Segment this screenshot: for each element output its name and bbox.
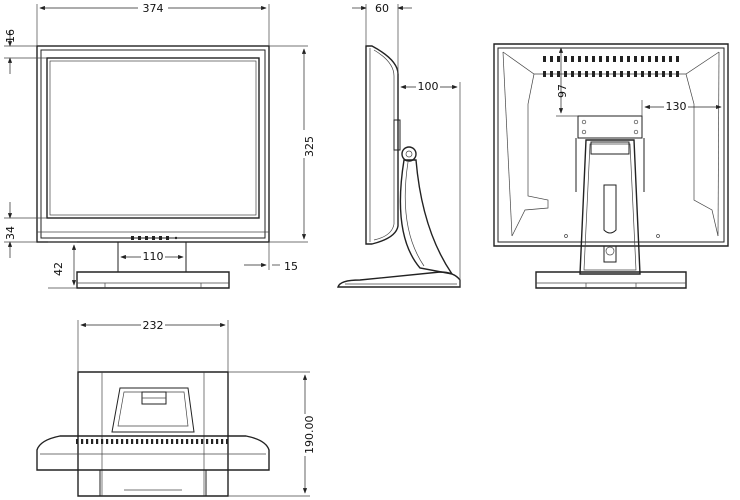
rear-view: 97 130 (493, 43, 729, 289)
top-vents (76, 439, 229, 444)
front-stand-base (76, 271, 230, 289)
dim-front-top-bezel: 16 (4, 29, 17, 43)
front-view: 374 16 325 34 42 110 15 (4, 2, 316, 289)
rear-vesa-plate (577, 115, 643, 139)
dim-top-width: 232 (143, 319, 164, 332)
top-stand-foot (99, 469, 207, 497)
rear-stand-cutout (603, 184, 617, 234)
dim-front-stand-width: 110 (143, 250, 164, 263)
top-monitor-profile (36, 435, 270, 471)
dim-front-stand-height: 42 (52, 262, 65, 276)
top-stand-arm (111, 387, 195, 433)
dim-rear-hole-vertical: 97 (556, 84, 569, 98)
side-stand-base (337, 271, 461, 288)
front-bezel (36, 45, 270, 243)
dim-front-stand-offset: 15 (284, 260, 298, 273)
rear-stand-arm (579, 139, 641, 275)
side-view: 60 100 (337, 2, 461, 288)
side-stand-arm (399, 159, 454, 275)
side-hinge-plate (393, 119, 401, 151)
top-stand-lock (141, 391, 167, 405)
dim-side-stand-depth: 100 (418, 80, 439, 93)
front-screen (46, 57, 260, 219)
rear-lock-icon (605, 246, 615, 256)
dim-side-depth: 60 (375, 2, 389, 15)
dim-top-depth: 190.00 (303, 416, 316, 455)
front-screen-inner (49, 60, 257, 216)
dim-rear-hole-horizontal: 130 (666, 100, 687, 113)
top-view: 232 190.00 (36, 318, 316, 497)
side-panel (365, 45, 399, 245)
dim-front-height: 325 (303, 136, 316, 157)
front-bezel-inner (40, 49, 266, 239)
side-hinge (401, 146, 417, 162)
rear-housing (493, 43, 729, 247)
dim-front-width: 374 (143, 2, 164, 15)
rear-vent-rows (543, 56, 679, 77)
front-control-buttons (131, 236, 178, 240)
dim-front-bottom-bezel: 34 (4, 226, 17, 240)
